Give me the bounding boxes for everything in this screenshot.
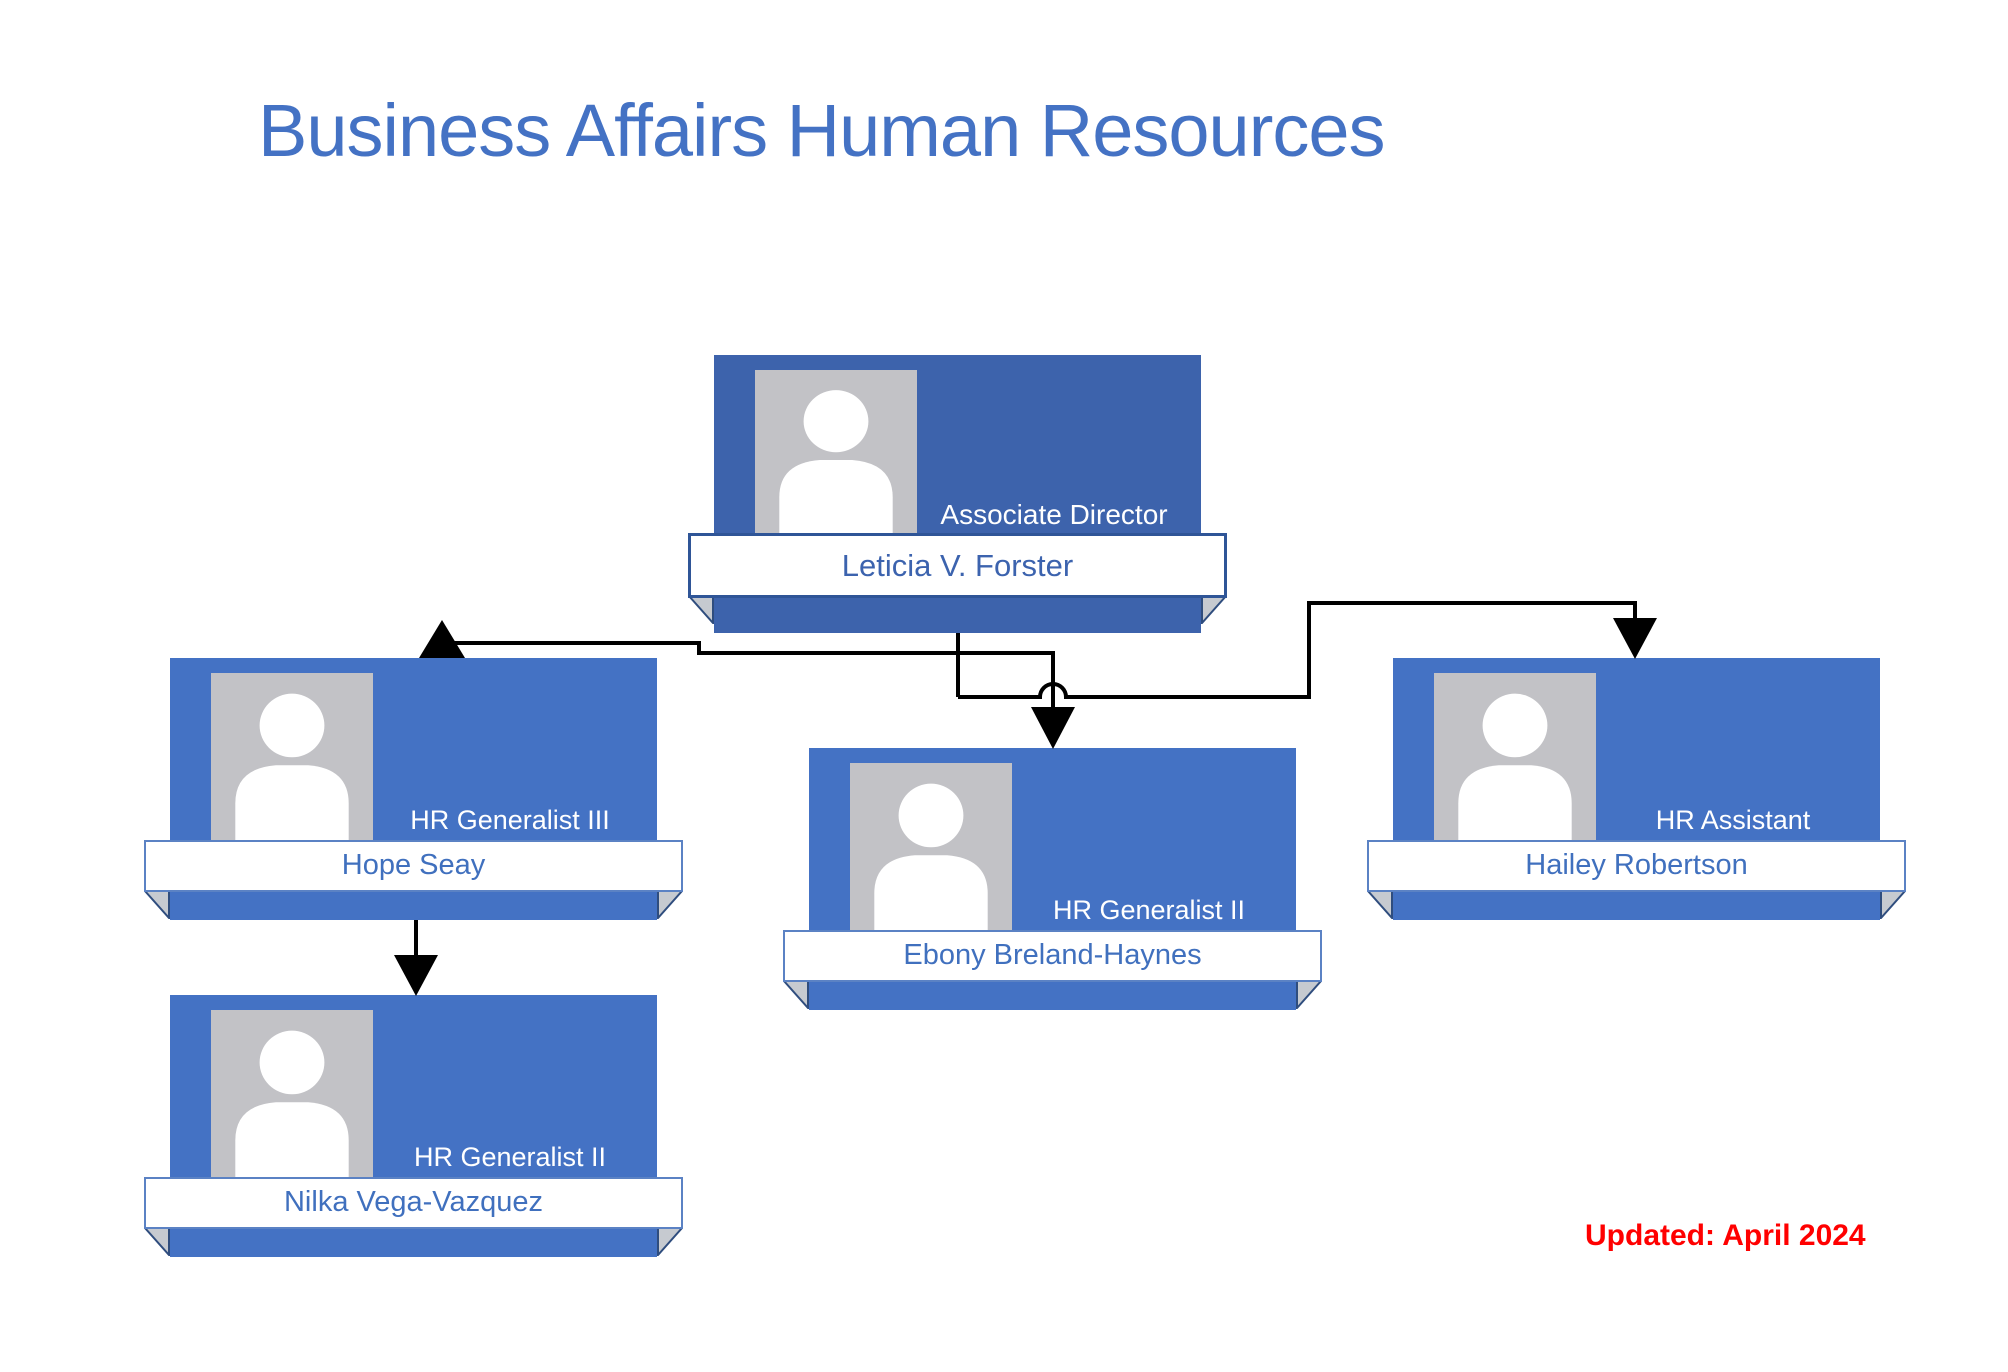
person-name: Ebony Breland-Haynes xyxy=(903,939,1202,971)
role-title: HR Generalist II xyxy=(1052,895,1246,925)
photo-placeholder xyxy=(755,370,917,533)
person-silhouette-icon xyxy=(1458,693,1572,840)
ribbon-fold-right xyxy=(1296,980,1322,1009)
person-silhouette-icon xyxy=(235,693,349,840)
ribbon-fold-left xyxy=(688,595,714,624)
ribbon-fold-right xyxy=(1880,890,1906,919)
role-title: HR Assistant xyxy=(1655,805,1811,835)
org-node-ebony-breland-haynes: HR Generalist II Ebony Breland-Haynes xyxy=(783,748,1322,1010)
name-ribbon: Hope Seay xyxy=(144,840,683,892)
role-title: HR Generalist III xyxy=(410,805,610,835)
arrowhead-up-hope xyxy=(419,620,465,658)
ribbon-fold-right xyxy=(657,890,683,919)
person-silhouette-icon xyxy=(874,783,988,930)
photo-placeholder xyxy=(211,673,373,840)
person-silhouette-icon xyxy=(779,390,893,533)
ribbon-fold-left xyxy=(144,890,170,919)
person-name: Hope Seay xyxy=(341,849,486,881)
photo-placeholder xyxy=(850,763,1012,930)
photo-placeholder xyxy=(1434,673,1596,840)
ribbon-fold-left xyxy=(783,980,809,1009)
ribbon-fold-right xyxy=(1201,595,1227,624)
ribbon-fold-left xyxy=(144,1227,170,1256)
page-title: Business Affairs Human Resources xyxy=(258,89,1385,172)
photo-placeholder xyxy=(211,1010,373,1177)
role-title: Associate Director xyxy=(940,499,1168,530)
updated-note: Updated: April 2024 xyxy=(1585,1219,1866,1252)
arrowhead-down-nilka xyxy=(394,955,438,996)
arrowhead-down-ebony xyxy=(1031,707,1075,749)
person-name: Nilka Vega-Vazquez xyxy=(283,1186,543,1218)
person-name: Leticia V. Forster xyxy=(841,548,1074,583)
role-title: HR Generalist II xyxy=(413,1142,607,1172)
org-node-leticia-forster: Associate Director Leticia V. Forster xyxy=(688,355,1227,633)
name-ribbon: Nilka Vega-Vazquez xyxy=(144,1177,683,1229)
org-node-hope-seay: HR Generalist III Hope Seay xyxy=(144,658,683,920)
arrowhead-down-hailey xyxy=(1613,618,1657,659)
name-ribbon: Leticia V. Forster xyxy=(688,533,1227,598)
ribbon-fold-left xyxy=(1367,890,1393,919)
ribbon-fold-right xyxy=(657,1227,683,1256)
person-silhouette-icon xyxy=(235,1030,349,1177)
org-node-nilka-vega-vazquez: HR Generalist II Nilka Vega-Vazquez xyxy=(144,995,683,1257)
name-ribbon: Ebony Breland-Haynes xyxy=(783,930,1322,982)
org-node-hailey-robertson: HR Assistant Hailey Robertson xyxy=(1367,658,1906,920)
person-name: Hailey Robertson xyxy=(1525,849,1748,881)
name-ribbon: Hailey Robertson xyxy=(1367,840,1906,892)
